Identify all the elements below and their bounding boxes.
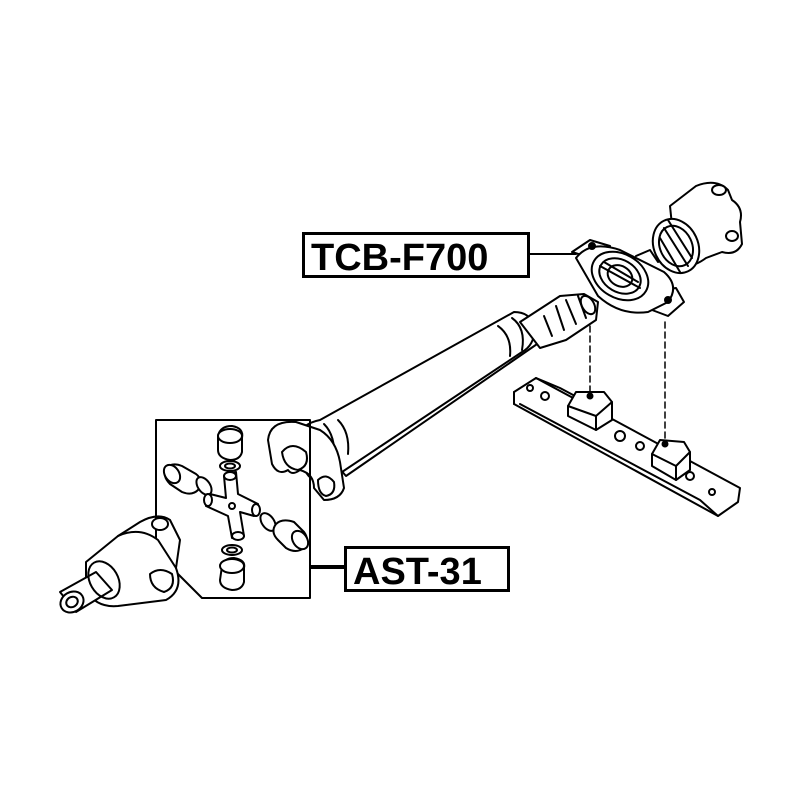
bearing-cap-right <box>273 520 311 552</box>
center-bearing <box>572 240 684 316</box>
bearing-cap-bottom <box>220 558 244 590</box>
leader-lines <box>310 254 576 568</box>
splined-stub-shaft <box>520 293 598 348</box>
flange-yoke-right <box>644 183 742 281</box>
mount-pad-right <box>652 440 690 480</box>
spider-cross <box>204 472 260 540</box>
slip-yoke-left <box>57 516 180 616</box>
bearing-cap-left <box>161 462 201 494</box>
seal-ring-bottom <box>222 545 242 555</box>
tube-yoke <box>268 422 344 500</box>
part-label-universal-joint: AST-31 <box>344 546 510 592</box>
crossmember <box>514 378 740 516</box>
seal-ring-top <box>220 461 240 471</box>
universal-joint-kit <box>161 426 312 590</box>
part-label-center-bearing: TCB-F700 <box>302 232 530 278</box>
bearing-cap-top <box>218 426 242 460</box>
mount-pad-left <box>568 392 612 430</box>
